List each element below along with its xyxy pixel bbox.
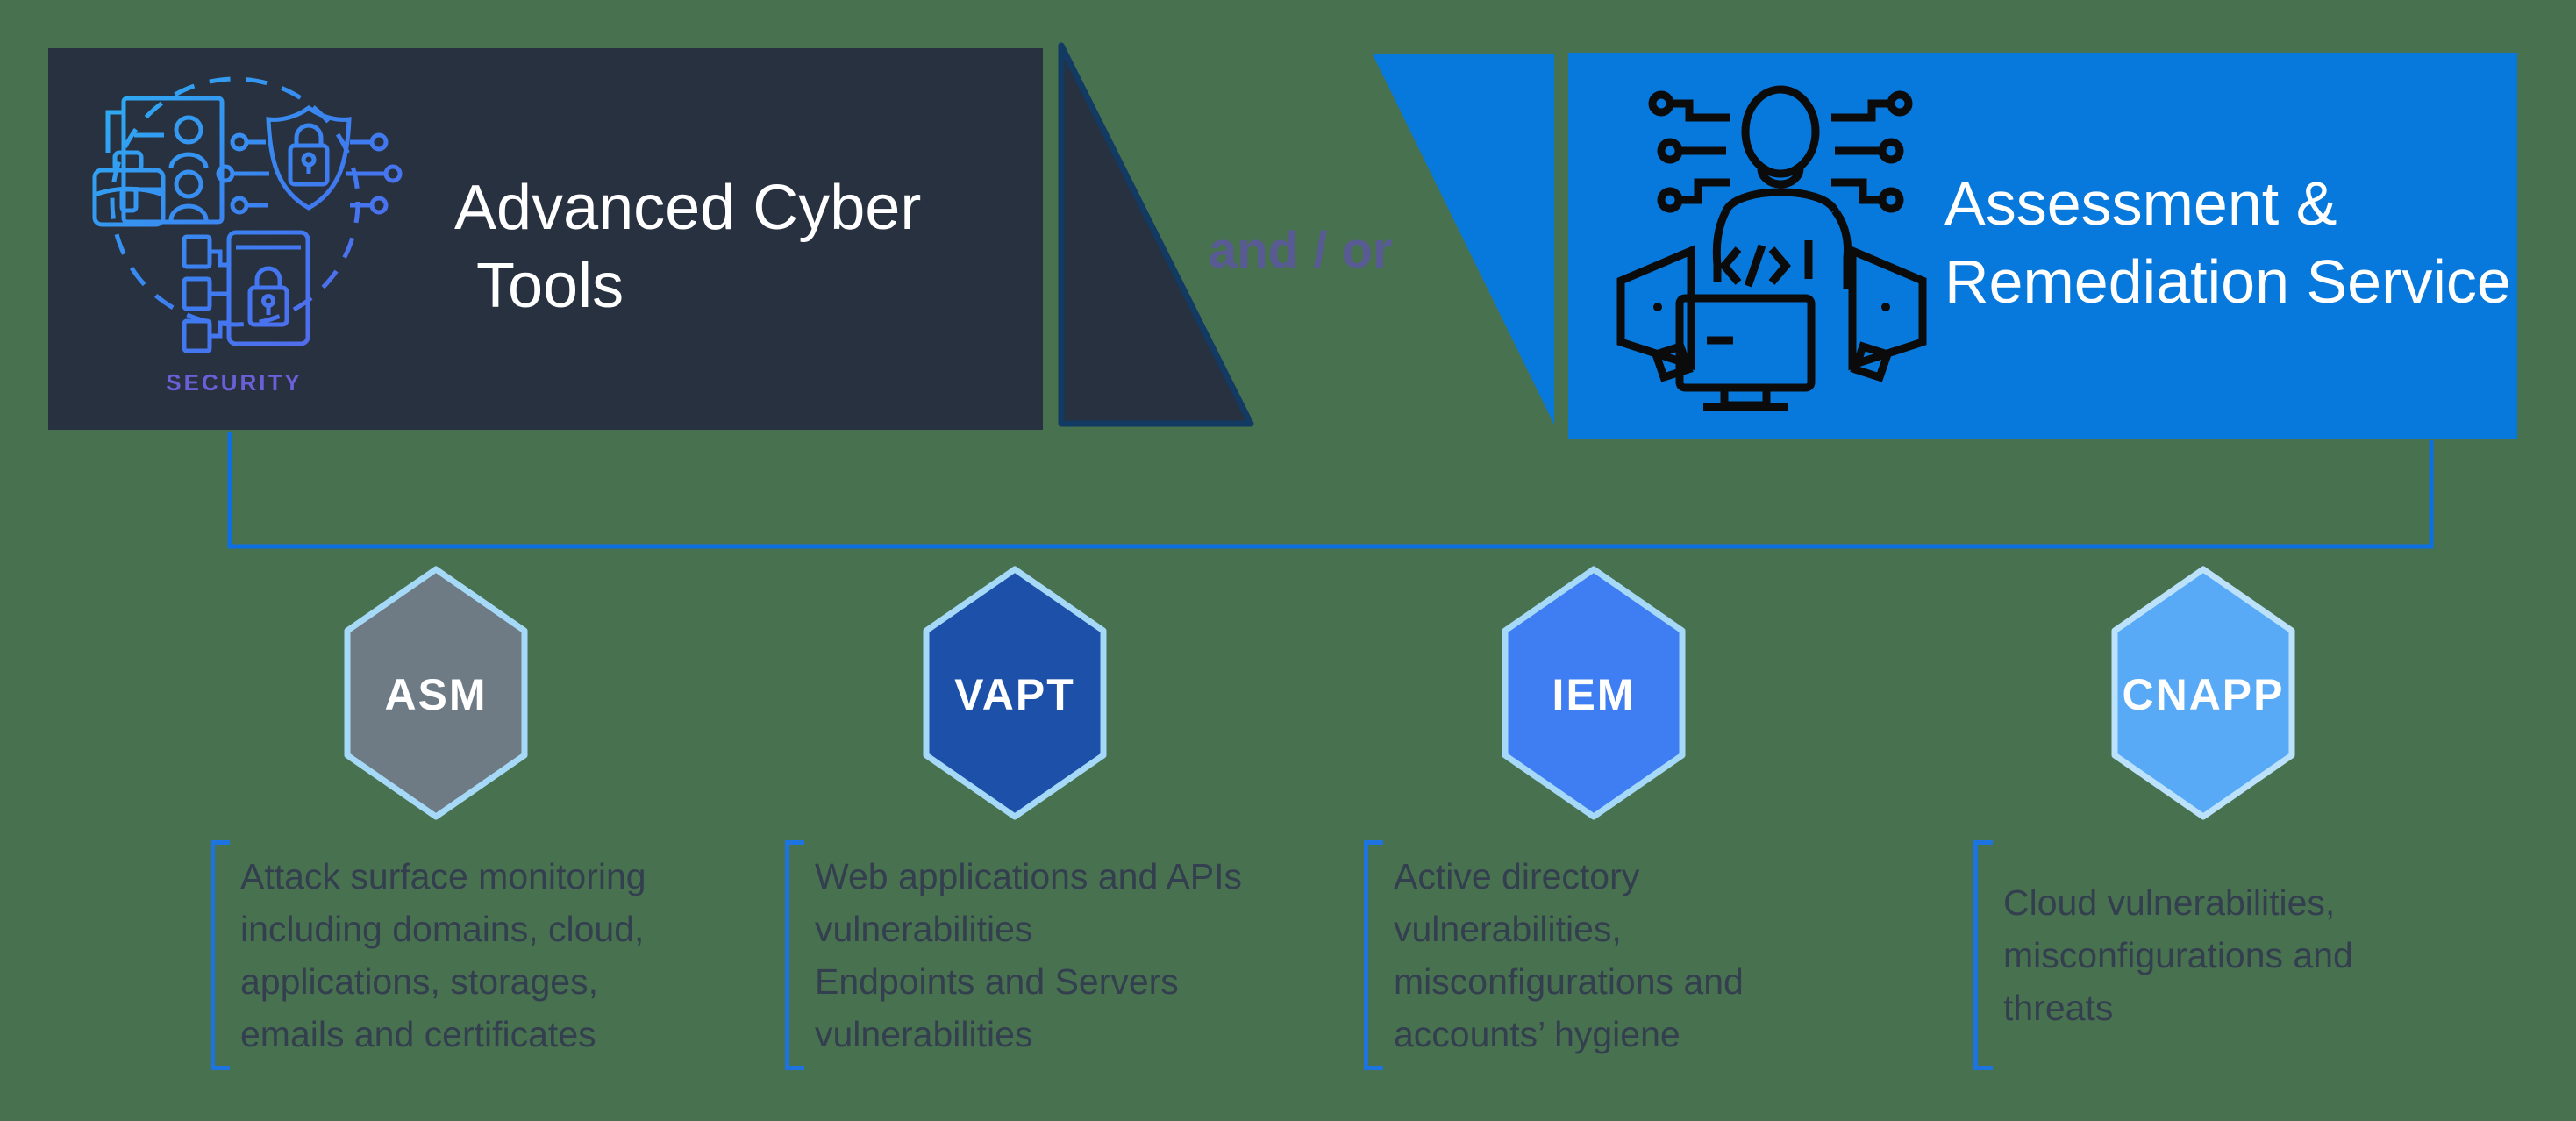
- desc-block-asm: Attack surface monitoring including doma…: [211, 840, 689, 1070]
- blue-triangle-shape: [1373, 54, 1554, 425]
- desc-line: vulnerabilities: [815, 1014, 1033, 1054]
- analyst-with-monitors-icon: [1616, 85, 1927, 411]
- hexagon-asm-label: ASM: [384, 670, 488, 719]
- desc-line: misconfigurations and: [2003, 935, 2353, 975]
- service-title-line1: Assessment &: [1944, 169, 2337, 238]
- service-box-title: Assessment & Remediation Service: [1944, 165, 2511, 321]
- desc-line: emails and certificates: [240, 1014, 596, 1054]
- hexagon-cnapp-shape: [2111, 566, 2295, 820]
- security-concept-icon: [92, 76, 403, 353]
- hexagon-vapt: VAPT: [923, 566, 1107, 820]
- hexagon-asm-shape: [344, 566, 528, 820]
- assessment-remediation-box: Assessment & Remediation Service: [1568, 53, 2517, 439]
- service-title-line2: Remediation Service: [1944, 247, 2511, 316]
- hexagon-iem-label: IEM: [1552, 670, 1636, 719]
- left-bracket-icon: [785, 840, 804, 1070]
- tools-box-title: Advanced Cyber Tools: [454, 169, 921, 325]
- left-bracket-icon: [211, 840, 230, 1070]
- desc-line: vulnerabilities: [815, 909, 1033, 949]
- hexagon-iem: IEM: [1502, 566, 1686, 820]
- desc-line: accounts’ hygiene: [1394, 1014, 1680, 1054]
- hexagon-iem-shape: [1502, 566, 1686, 820]
- advanced-cyber-tools-box: SECURITY Advanced Cyber Tools: [48, 48, 1043, 430]
- desc-line: vulnerabilities,: [1394, 909, 1622, 949]
- hexagon-vapt-shape: [923, 566, 1107, 820]
- desc-line: threats: [2003, 988, 2114, 1028]
- left-bracket-icon: [1973, 840, 1993, 1070]
- desc-line: misconfigurations and: [1394, 961, 1744, 1002]
- dark-triangle-shape: [1058, 42, 1254, 427]
- and-or-label: and / or: [1209, 222, 1393, 279]
- left-bracket-icon: [1364, 840, 1383, 1070]
- desc-block-cnapp: Cloud vulnerabilities, misconfigurations…: [1973, 840, 2451, 1070]
- desc-line: including domains, cloud,: [240, 909, 645, 949]
- desc-line: Web applications and APIs: [815, 856, 1242, 896]
- hexagon-cnapp: CNAPP: [2111, 566, 2295, 820]
- security-caption: SECURITY: [166, 369, 303, 396]
- desc-block-vapt: Web applications and APIs vulnerabilitie…: [785, 840, 1311, 1070]
- tools-title-line1: Advanced Cyber: [454, 173, 922, 243]
- tools-title-line2: Tools: [476, 251, 624, 321]
- hexagon-vapt-label: VAPT: [954, 670, 1075, 719]
- desc-line: Cloud vulnerabilities,: [2003, 882, 2336, 923]
- hexagon-cnapp-label: CNAPP: [2122, 670, 2285, 719]
- desc-line: Attack surface monitoring: [240, 856, 646, 896]
- hexagon-asm: ASM: [344, 566, 528, 820]
- desc-line: Endpoints and Servers: [815, 961, 1179, 1002]
- desc-line: Active directory: [1394, 856, 1640, 896]
- desc-line: applications, storages,: [240, 961, 598, 1002]
- desc-block-iem: Active directory vulnerabilities, miscon…: [1364, 840, 1859, 1070]
